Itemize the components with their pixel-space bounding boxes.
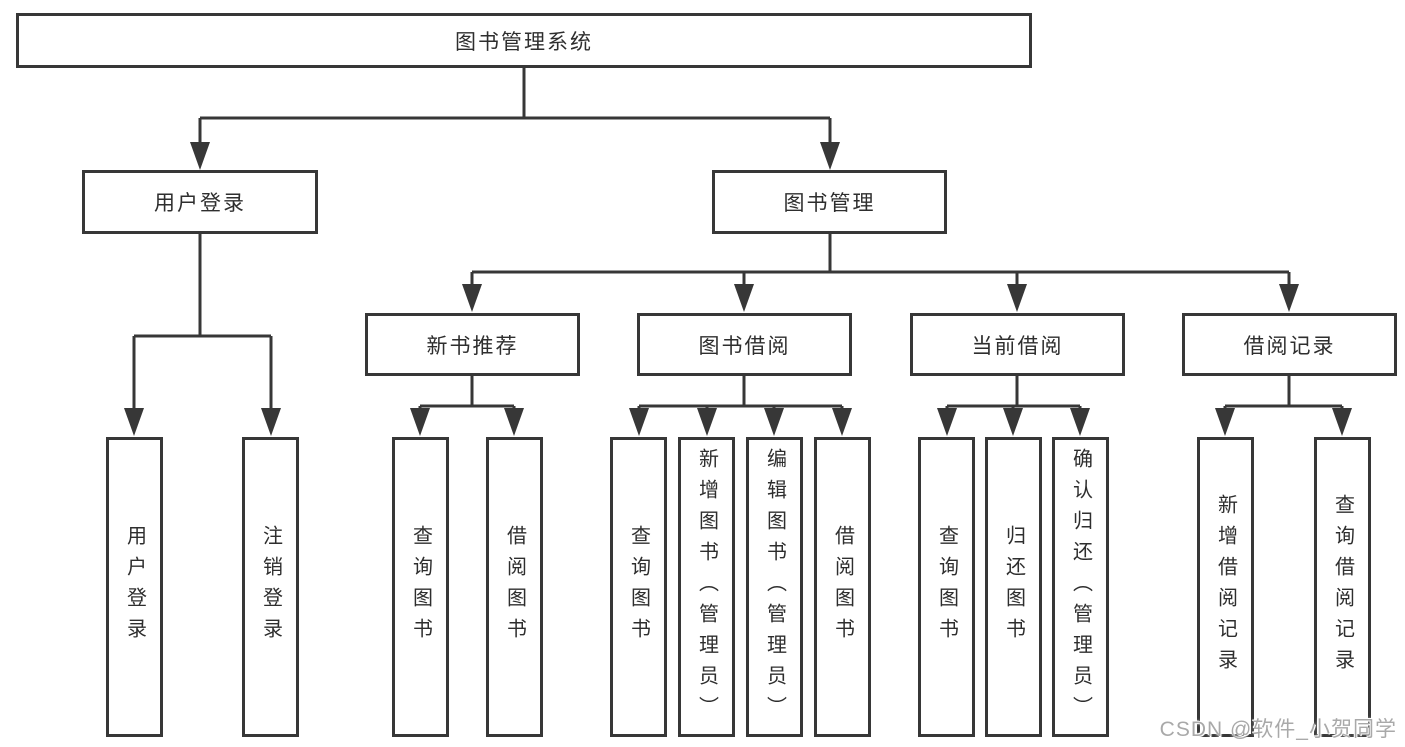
node-new-book-recommend: 新书推荐 xyxy=(365,313,580,376)
leaf-label: 查询图书 xyxy=(627,525,650,649)
leaf-label: 借阅图书 xyxy=(503,525,526,649)
leaf-query-books-current: 查询图书 xyxy=(918,437,975,737)
leaf-label: 编辑图书（管理员） xyxy=(763,447,786,727)
leaf-return-books: 归还图书 xyxy=(985,437,1042,737)
leaf-logout: 注销登录 xyxy=(242,437,299,737)
leaf-label: 注销登录 xyxy=(259,525,282,649)
leaf-label: 新增借阅记录 xyxy=(1214,494,1237,680)
leaf-user-login: 用户登录 xyxy=(106,437,163,737)
leaf-label: 查询图书 xyxy=(935,525,958,649)
node-current-borrowing: 当前借阅 xyxy=(910,313,1125,376)
node-root-system: 图书管理系统 xyxy=(16,13,1032,68)
leaf-query-books-borrowing: 查询图书 xyxy=(610,437,667,737)
csdn-watermark: CSDN @软件_小贺同学 xyxy=(1159,718,1397,741)
leaf-edit-books-admin: 编辑图书（管理员） xyxy=(746,437,803,737)
leaf-label: 用户登录 xyxy=(123,525,146,649)
node-borrowing-records: 借阅记录 xyxy=(1182,313,1397,376)
node-book-management: 图书管理 xyxy=(712,170,947,234)
leaf-label: 新增图书（管理员） xyxy=(695,447,718,727)
leaf-label: 查询借阅记录 xyxy=(1331,494,1354,680)
leaf-add-borrow-record: 新增借阅记录 xyxy=(1197,437,1254,737)
leaf-borrow-books-recommend: 借阅图书 xyxy=(486,437,543,737)
node-book-borrowing: 图书借阅 xyxy=(637,313,852,376)
leaf-label: 借阅图书 xyxy=(831,525,854,649)
node-user-login-group: 用户登录 xyxy=(82,170,318,234)
leaf-query-books-recommend: 查询图书 xyxy=(392,437,449,737)
leaf-confirm-return-admin: 确认归还（管理员） xyxy=(1052,437,1109,737)
leaf-add-books-admin: 新增图书（管理员） xyxy=(678,437,735,737)
leaf-label: 确认归还（管理员） xyxy=(1069,447,1092,727)
leaf-label: 查询图书 xyxy=(409,525,432,649)
leaf-query-borrow-record: 查询借阅记录 xyxy=(1314,437,1371,737)
leaf-borrow-books-borrowing: 借阅图书 xyxy=(814,437,871,737)
leaf-label: 归还图书 xyxy=(1002,525,1025,649)
